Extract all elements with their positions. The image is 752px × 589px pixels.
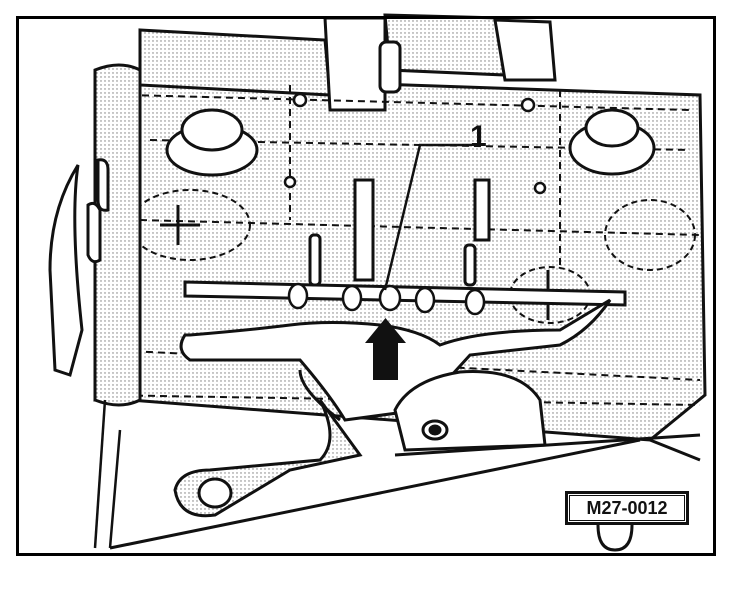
side-spine — [93, 399, 122, 549]
top-plate — [138, 13, 557, 112]
pivot-plate — [393, 370, 547, 452]
base-lines — [109, 433, 701, 550]
latch-hook — [173, 399, 363, 518]
vertical-bars — [308, 178, 491, 287]
reference-code-box: M27-0012 — [565, 491, 689, 525]
screw-holes — [283, 92, 547, 195]
callout-leader — [383, 143, 472, 291]
reference-code: M27-0012 — [586, 497, 668, 518]
outer-frame — [16, 16, 716, 556]
bottom-tab — [596, 524, 634, 552]
mounting-boss-left — [165, 108, 259, 177]
callout-label-1: 1 — [470, 120, 487, 153]
mounting-boss-right — [568, 108, 656, 176]
up-arrow-icon — [365, 318, 406, 380]
rail-holes — [287, 282, 486, 316]
